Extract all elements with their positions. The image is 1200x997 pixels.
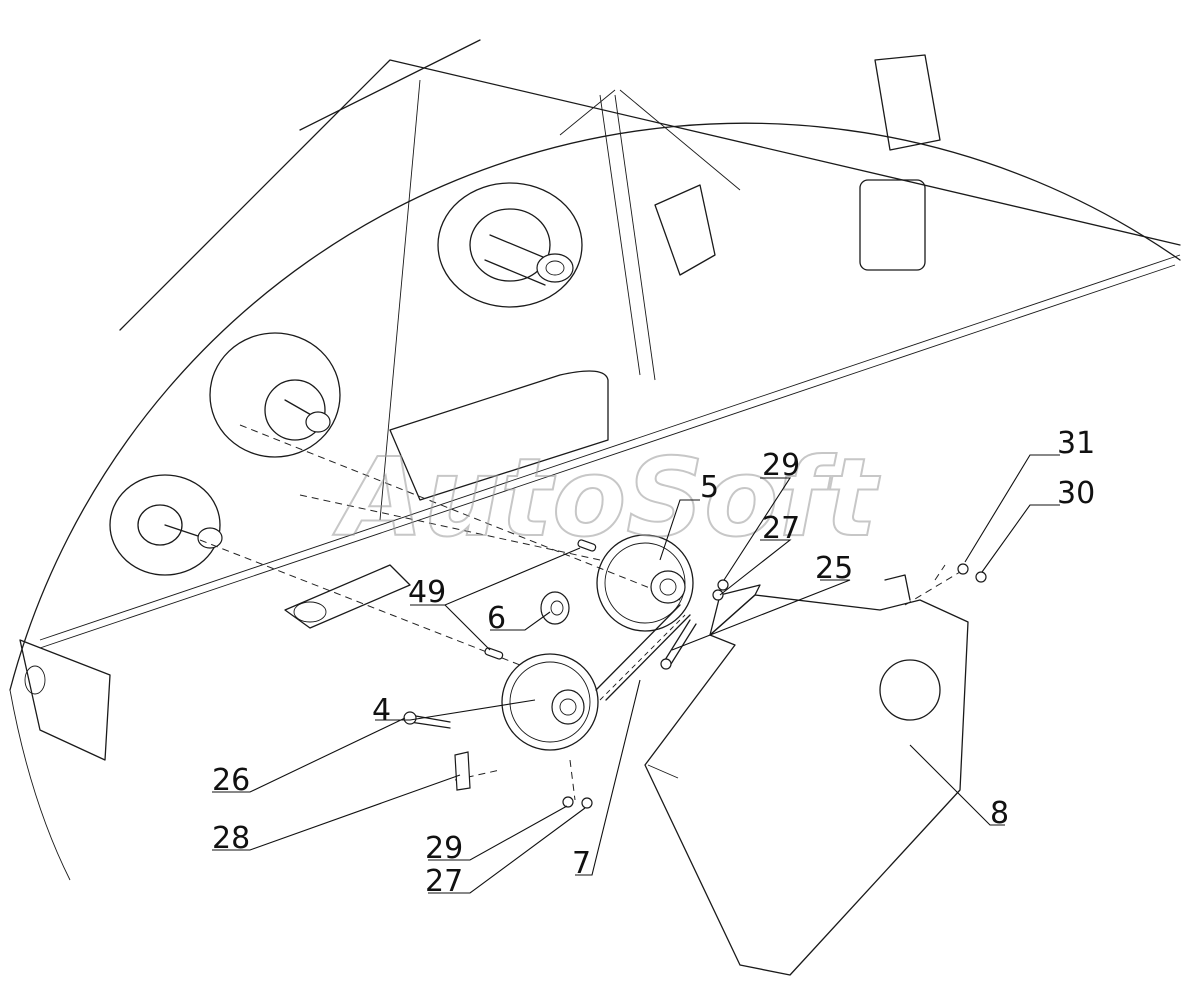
callout-31: 31 (1057, 426, 1095, 461)
left-hub (209, 332, 341, 458)
callout-30: 30 (1057, 476, 1095, 511)
callout-8: 8 (990, 796, 1009, 831)
bolt-25 (660, 619, 697, 670)
callout-4: 4 (372, 693, 391, 728)
callout-29-top: 29 (762, 448, 800, 483)
callout-27-top: 27 (762, 511, 800, 546)
callout-7: 7 (572, 846, 591, 881)
lower-left-hub (109, 474, 223, 576)
sprocket-5 (596, 534, 694, 632)
machine-frame (39, 39, 1181, 649)
leader-lines (212, 454, 1060, 894)
fasteners (562, 563, 987, 809)
keys-49 (484, 539, 597, 660)
roller-chain-7 (595, 604, 691, 701)
sprocket-4 (501, 653, 599, 751)
callout-25: 25 (815, 551, 853, 586)
callout-29-bottom: 29 (425, 831, 463, 866)
upper-hub (437, 182, 583, 308)
callouts: 31 30 29 5 27 25 49 6 4 26 28 29 27 7 8 (212, 426, 1095, 899)
callout-28: 28 (212, 821, 250, 856)
tensioner-roller-6 (540, 591, 570, 625)
guard-plate-8 (644, 574, 969, 976)
callout-27-bottom: 27 (425, 864, 463, 899)
tab-washer-28 (454, 751, 471, 791)
assembly-lines (199, 424, 961, 801)
callout-26: 26 (212, 763, 250, 798)
callout-49: 49 (408, 575, 446, 610)
callout-5: 5 (700, 470, 719, 505)
view-boundary (9, 122, 1181, 881)
frame-cover-plates (19, 54, 941, 761)
callout-6: 6 (487, 601, 506, 636)
